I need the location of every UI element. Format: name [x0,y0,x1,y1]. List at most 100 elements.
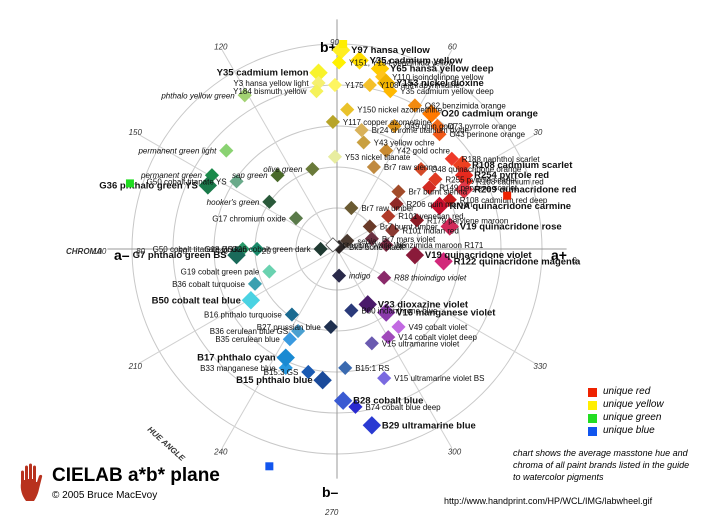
pigment-label: V23 dioxazine violet [378,299,469,310]
pigment-label: Br7 raw sienna [384,163,438,172]
pigment-mark [227,245,246,265]
pigment-label: indigo [349,272,371,281]
pigment-label: V15 ultramarine violet [382,339,460,348]
pigment-mark [377,303,396,322]
angle-tick: 300 [448,447,462,456]
pigment-mark [430,196,449,216]
angle-tick: 30 [533,128,542,137]
pigment-label: Y35 cadmium yellow [370,55,464,66]
pigment-mark [379,237,394,252]
pigment-mark [340,102,355,117]
pigment-label: B28 cobalt blue [353,396,423,407]
pigment-label: Y3 hansa yellow light [233,79,309,88]
pigment-label: Y42 gold ochre [396,147,450,156]
pigment-label: B35 cerulean blue [215,335,280,344]
pigment-label: B15:3 GS [264,368,299,377]
pigment-label: R88 thioindigo violet [394,274,467,283]
pigment-mark [385,223,400,238]
pigment-mark [440,217,459,236]
pigment-mark [344,200,359,216]
pigment-mark [313,371,332,390]
pigment-mark [288,211,304,226]
pigment-label: R108 cadmium red deep [460,196,548,205]
pigment-label: Y110 isoindolinone yellow [392,73,484,82]
chroma-tick: 80 [136,247,145,256]
angle-tick: 330 [533,362,547,371]
angle-tick: 90 [330,38,339,47]
angle-tick: 240 [213,447,228,456]
pigment-label: permanent green [140,171,202,180]
pigment-label: B60 indanthrone blue [361,307,438,316]
chart-note: chart shows the average masstone hue and… [513,448,690,482]
pigment-mark [284,307,299,322]
legend-swatch [588,414,597,423]
pigment-label: O49 quin gold [404,122,454,131]
pigment-label: V49 cobalt violet [409,323,468,332]
pigment-label: B17 phthalo cyan [197,353,276,364]
pigment-label: O43 perinone orange [450,130,526,139]
pigment-label: Y53 nickel titanate [345,153,411,162]
pigment-mark [409,213,425,228]
pigment-mark [229,174,244,189]
pigment-mark [325,114,340,129]
angle-tick: 60 [448,43,457,52]
pigment-mark [377,270,392,285]
pigment-mark [362,416,382,435]
pigment-mark [362,77,377,93]
pigment-label: sap green [232,171,268,180]
pigment-mark [432,127,447,142]
pigment-label: Y108 anthrapyrimidine [380,81,461,90]
angle-tick: 120 [214,43,228,52]
pigment-label: R149 perylene scarlet [439,184,518,193]
pigment-label: permanent green light [137,147,217,156]
pigment-mark [278,360,293,375]
pigment-label: Y65 hansa yellow deep [390,64,494,75]
pigment-mark [247,276,263,291]
hue-angle-label: HUE ANGLE [146,425,187,463]
pigment-label: R108 cadmium scarlet [472,160,573,171]
pigment-label: R122 quinacridone magenta [454,256,581,267]
pigment-mark [391,319,406,334]
pigment-mark [198,176,218,195]
pigment-label: B27 prussian blue [257,323,322,332]
legend-label: unique yellow [603,399,664,410]
copyright: © 2005 Bruce MacEvoy [52,490,158,501]
angle-tick: 270 [324,508,339,517]
pigment-label: V15 ultramarine violet BS [394,374,484,383]
b-minus-label: b– [322,484,339,500]
pigment-label: Y184 bismuth yellow [233,87,307,96]
pigment-label: O73 pyrrole orange [447,122,516,131]
pigment-label: Br7 burnt sienna [409,188,468,197]
pigment-label: titanium white W6 [343,241,407,250]
legend-label: unique green [603,412,662,423]
pigment-mark [356,135,371,150]
spoke-60 [336,49,453,250]
angle-tick-0: 0 [572,256,577,265]
legend-label: unique blue [603,425,655,436]
pigment-mark [331,268,347,283]
pigment-label: Bk9 bone black [349,243,405,252]
pigment-label: R209 quinacridone red [474,185,577,196]
pigment-label: R188 naphthol scarlet [462,155,541,164]
pigment-label: Br7 raw umber [361,204,414,213]
chroma-axis-label: CHROMA [66,247,102,256]
pigment-label: Y43 yellow ochre [374,138,435,147]
legend-swatch [588,427,597,436]
pigment-mark [331,55,347,70]
pigment-label: hooker's green [207,198,260,207]
pigment-mark [379,143,394,158]
pigment-mark [387,118,402,134]
pigment-mark [383,84,398,99]
unique-hue-marker [265,462,274,471]
spoke-120 [221,49,338,250]
pigment-label: Y175 [345,81,364,90]
pigment-mark [325,237,341,253]
pigment-mark [454,180,474,199]
pigment-marks [198,40,474,435]
pigment-mark [290,323,306,339]
a-plus-label: a+ [551,247,567,263]
pigment-mark [422,104,441,123]
chroma-tick: 40 [219,247,228,256]
pigment-label: R255 pyrrole scarlet [445,175,517,184]
